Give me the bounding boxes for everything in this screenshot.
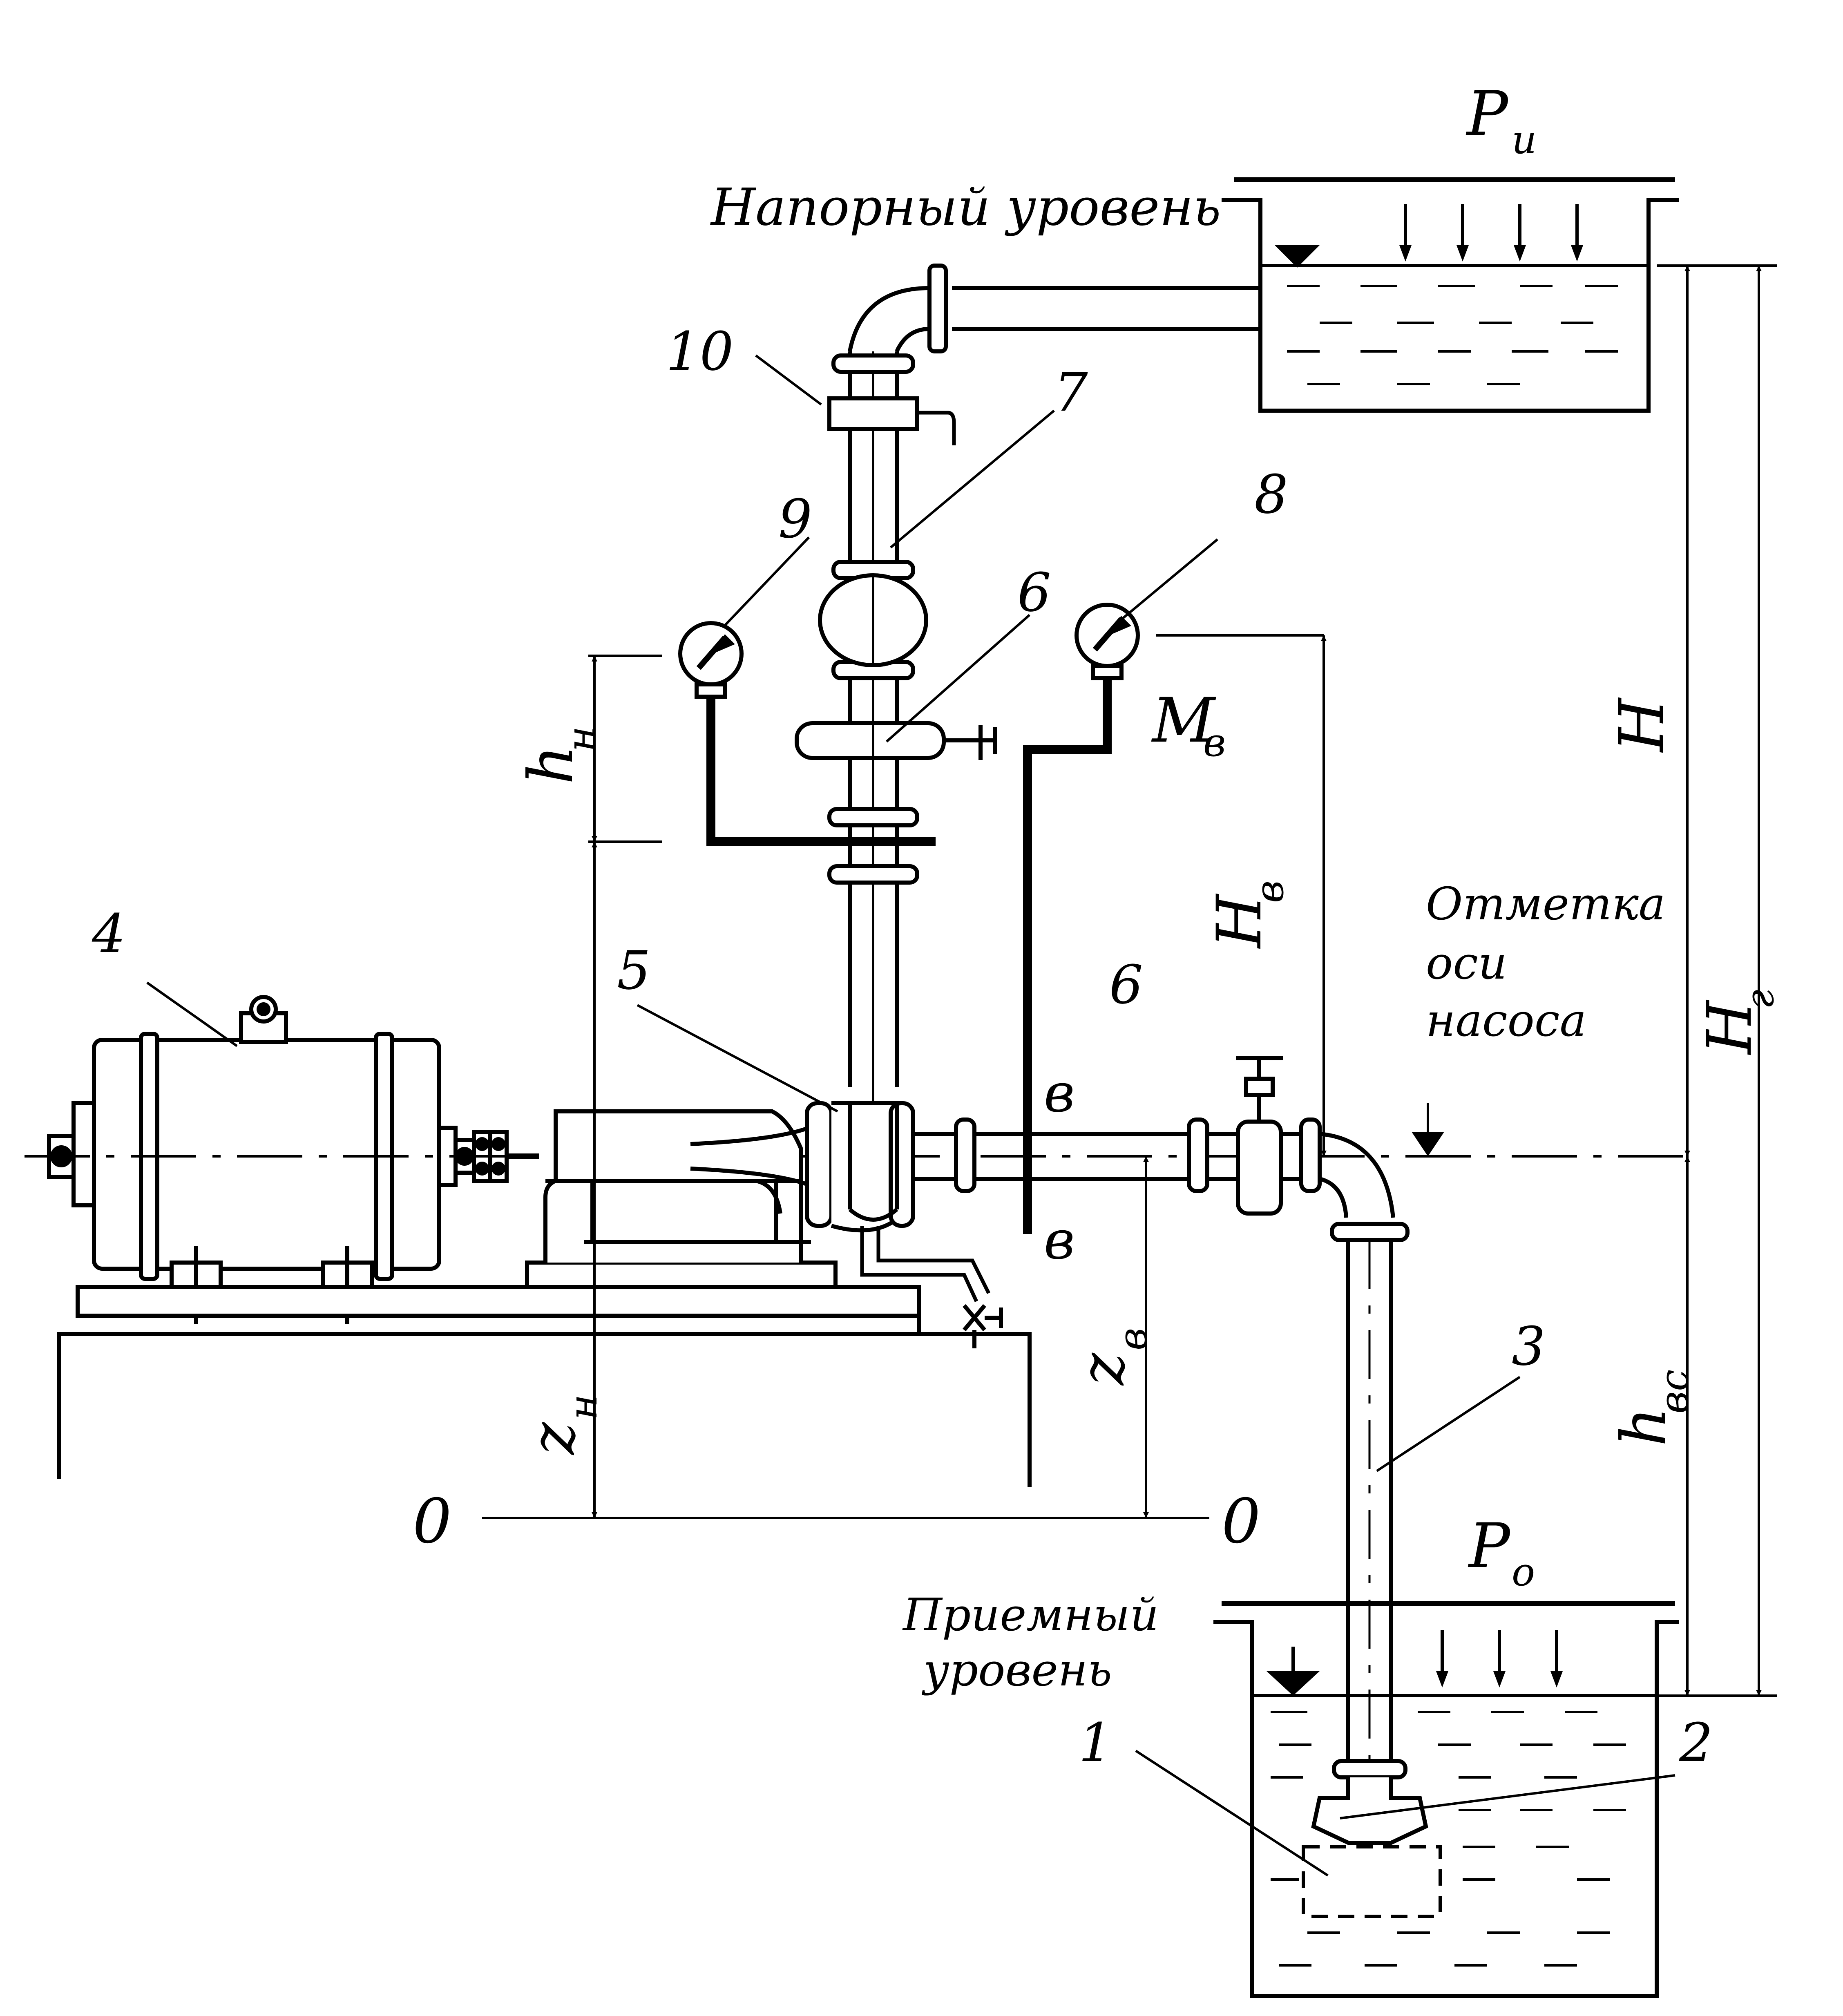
datum-zero-right: 0 [1222, 1486, 1260, 1557]
z-v-subscript: в [1110, 1328, 1155, 1350]
intake-level-line-1: Приемный [902, 1589, 1159, 1641]
p-upper-subscript: и [1512, 118, 1537, 163]
H-label: H [1606, 697, 1678, 753]
discharge-level-label: Напорный уровень [710, 178, 1221, 237]
label-10: 10 [666, 320, 733, 382]
pump-foundation [57, 1285, 1032, 1487]
label-5: 5 [617, 939, 651, 1001]
centrifugal-pump [525, 1101, 1003, 1348]
H-g-subscript: г [1738, 990, 1783, 1009]
suction-gauge [1023, 603, 1140, 1234]
leader-lines [146, 354, 1675, 1877]
p-upper-label: P [1465, 78, 1509, 150]
label-6-upper: 6 [1017, 561, 1051, 624]
discharge-pipe [795, 264, 1260, 1152]
section-b-top: в [1044, 1062, 1075, 1124]
h-n-subscript: н [559, 726, 604, 752]
z-n-subscript: н [561, 1394, 606, 1420]
p-lower-label: P [1468, 1511, 1511, 1582]
label-2: 2 [1679, 1712, 1713, 1774]
axis-mark-line-2: оси [1426, 937, 1507, 989]
label-3: 3 [1512, 1315, 1546, 1377]
H-v-label: H [1204, 893, 1275, 949]
labels: Напорный уровень P и 10 7 9 8 6 6 4 5 3 … [92, 78, 1783, 1774]
p-lower-subscript: o [1512, 1550, 1535, 1595]
dimension-lines [482, 264, 1777, 1697]
H-v-subscript: в [1247, 881, 1292, 903]
electric-motor [47, 995, 539, 1324]
label-6-lower: 6 [1109, 954, 1143, 1016]
h-n-label: h [516, 745, 587, 784]
H-g-label: H [1694, 999, 1765, 1055]
m-v-subscript: в [1203, 720, 1226, 765]
intake-level-line-2: уровень [921, 1644, 1112, 1696]
label-8: 8 [1254, 463, 1288, 525]
z-v-label: z [1067, 1352, 1138, 1386]
z-n-label: z [518, 1422, 589, 1455]
h-vs-label: h [1608, 1407, 1680, 1446]
label-7: 7 [1054, 361, 1088, 423]
m-v-label: M [1151, 685, 1216, 756]
discharge-gauge [678, 621, 936, 846]
section-b-bottom: в [1044, 1209, 1075, 1271]
label-9: 9 [778, 488, 812, 550]
axis-mark-line-3: насоса [1426, 994, 1586, 1046]
h-vs-subscript: вс [1652, 1370, 1697, 1414]
label-1: 1 [1079, 1712, 1113, 1774]
label-4: 4 [92, 903, 126, 965]
discharge-tank [1222, 177, 1679, 413]
intake-tank [1213, 1601, 1679, 1998]
axis-mark-line-1: Отметка [1426, 878, 1665, 930]
suction-pipe [913, 1056, 1442, 1918]
datum-zero-left: 0 [413, 1486, 451, 1557]
